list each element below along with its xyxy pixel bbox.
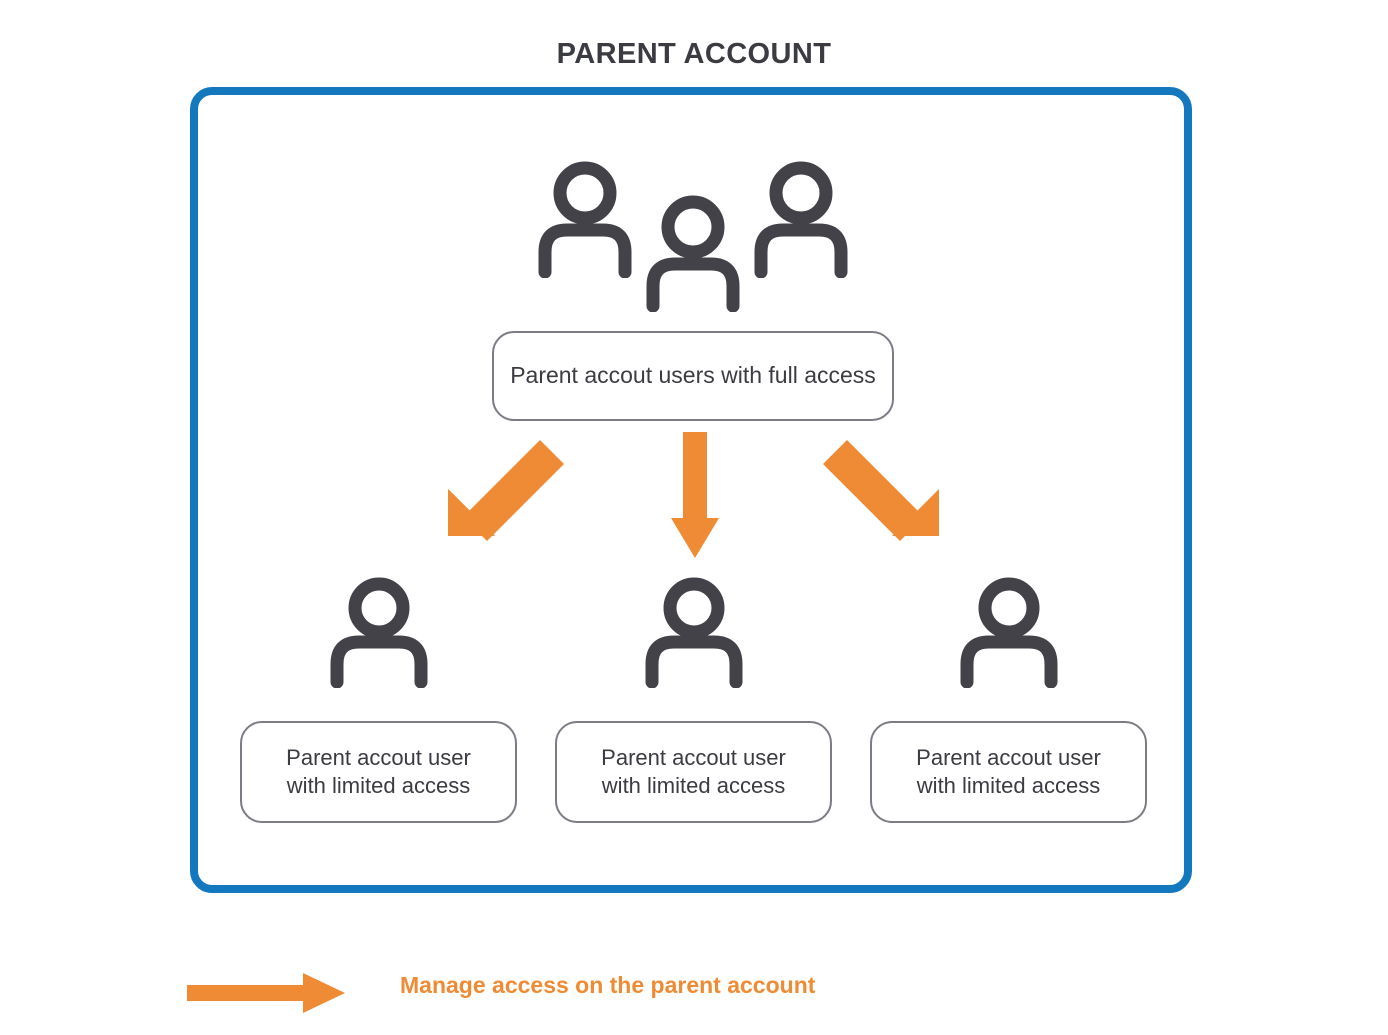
page-title: PARENT ACCOUNT xyxy=(556,38,832,70)
parent-users-full-access-box: Parent accout users with full access xyxy=(492,331,894,421)
three-people-icon-group xyxy=(535,160,855,315)
child-account-label-2-line1: Parent accout user xyxy=(601,744,786,770)
arrow-right-icon xyxy=(185,970,360,1021)
legend: Manage access on the parent account xyxy=(185,962,1085,1020)
person-icon-center xyxy=(643,194,743,317)
child-account-label-3-line2: with limited access xyxy=(916,773,1101,798)
legend-label: Manage access on the parent account xyxy=(400,972,816,998)
person-icon-child-3 xyxy=(955,576,1063,688)
person-icon-right xyxy=(751,160,851,283)
child-account-label-1-line2: with limited access xyxy=(286,773,471,798)
person-icon-left xyxy=(535,160,635,283)
person-icon-child-1 xyxy=(325,576,433,688)
child-account-label-3-line1: Parent accout user xyxy=(916,744,1101,770)
child-account-label-1-line1: Parent accout user xyxy=(286,744,471,770)
person-icon-child-2 xyxy=(640,576,748,688)
child-account-label-2-line2: with limited access xyxy=(601,773,786,798)
child-account-box-1: Parent accout user with limited access xyxy=(240,721,517,823)
parent-users-full-access-label: Parent accout users with full access xyxy=(510,362,876,389)
child-account-box-3: Parent accout user with limited access xyxy=(870,721,1147,823)
child-account-box-2: Parent accout user with limited access xyxy=(555,721,832,823)
